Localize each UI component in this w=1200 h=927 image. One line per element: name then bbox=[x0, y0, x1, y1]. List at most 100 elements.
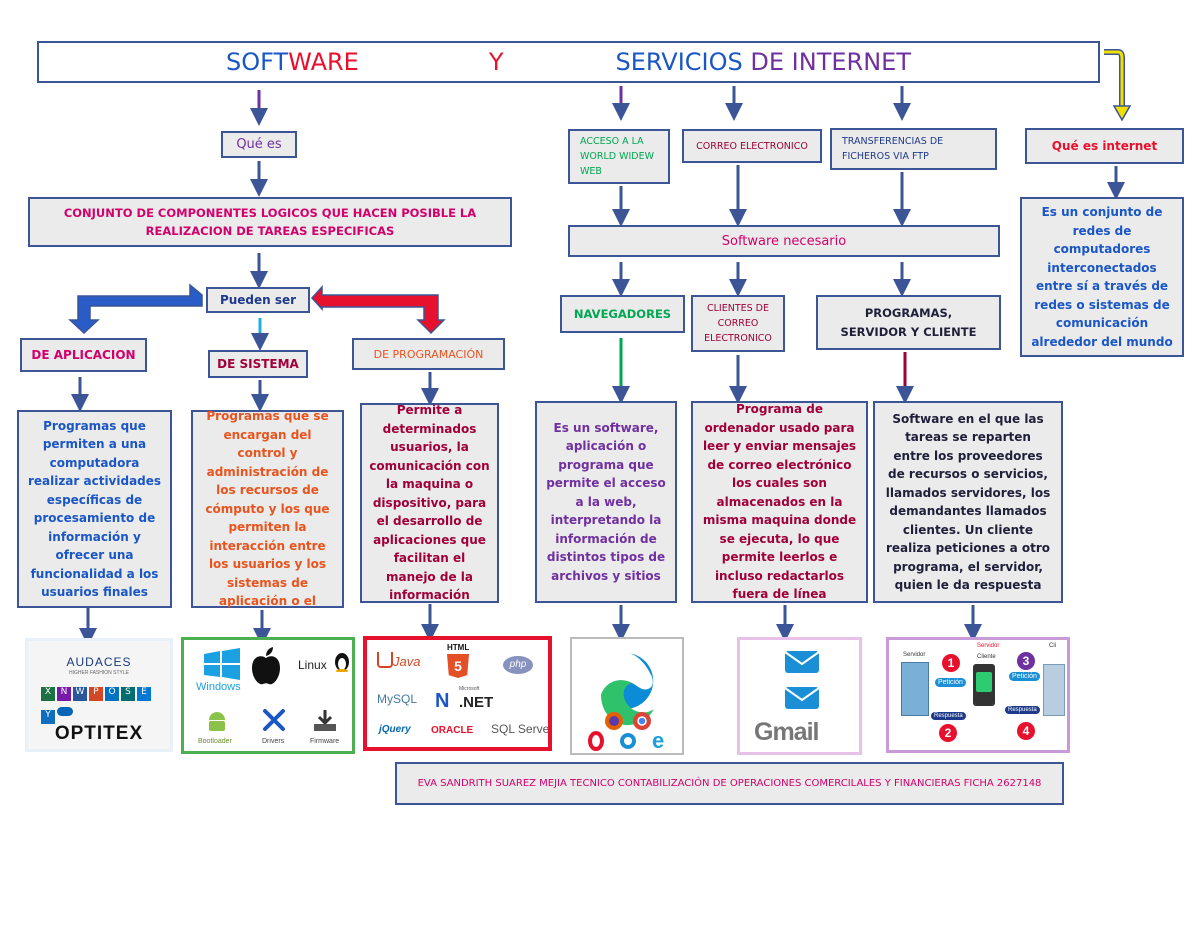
php-logo: php bbox=[503, 656, 533, 674]
dotnet-n-icon: N bbox=[435, 690, 450, 712]
mysql-logo: MySQL bbox=[377, 692, 418, 706]
software-necesario-box: Software necesario bbox=[568, 225, 1000, 257]
service-correo-box: CORREO ELECTRONICO bbox=[682, 129, 822, 163]
apple-icon bbox=[252, 647, 280, 685]
server-rack-icon-2 bbox=[1043, 664, 1065, 716]
excel-icon: X bbox=[41, 687, 55, 701]
java-cup-icon bbox=[377, 652, 393, 668]
gmail-logo: Gmail bbox=[754, 718, 819, 746]
que-es-box: Qué es bbox=[221, 131, 297, 158]
author-footer: EVA SANDRITH SUAREZ MEJIA TECNICO CONTAB… bbox=[395, 762, 1064, 805]
jquery-logo: jQuery bbox=[379, 724, 411, 735]
type-aplicacion-title: DE APLICACION bbox=[31, 348, 136, 362]
system-software-image: Windows Linux Bootloader Drivers Firmwar… bbox=[181, 637, 355, 754]
type-sistema-desc: Programas que se encargan del control y … bbox=[191, 409, 344, 609]
internet-desc-text: Es un conjunto de redes de computadores … bbox=[1031, 205, 1173, 349]
arrow-pueden-programacion bbox=[310, 285, 446, 335]
que-es-label: Qué es bbox=[236, 137, 282, 152]
programming-image: Java HTML 5 php MySQL .NET Microsoft N j… bbox=[363, 636, 552, 751]
windows-icon bbox=[204, 648, 240, 680]
software-necesario-label: Software necesario bbox=[721, 233, 847, 249]
exchange-icon: E bbox=[137, 687, 151, 701]
android-icon bbox=[209, 712, 225, 731]
type-programacion-desc-text: Permite a determinados usuarios, la comu… bbox=[369, 403, 490, 603]
word-icon: W bbox=[73, 687, 87, 701]
num-1: 1 bbox=[942, 654, 960, 672]
linux-label: Linux bbox=[298, 658, 327, 672]
type-programacion-title: DE PROGRAMACIÓN bbox=[373, 347, 484, 361]
arrow-title-internet-outline bbox=[1104, 49, 1125, 108]
firmware-icon bbox=[314, 710, 336, 731]
num-2: 2 bbox=[939, 724, 957, 742]
type-aplicacion-box: DE APLICACION bbox=[20, 338, 147, 372]
title-servicios: SERVICIOS bbox=[615, 48, 743, 76]
title-internet: DE INTERNET bbox=[750, 48, 911, 76]
sqlserver-logo: SQL Server bbox=[491, 722, 552, 736]
dotnet-logo: .NET bbox=[459, 694, 494, 711]
internet-desc: Es un conjunto de redes de computadores … bbox=[1020, 197, 1184, 357]
service-correo-label: CORREO ELECTRONICO bbox=[696, 140, 808, 152]
clientes-correo-title: CLIENTES DE CORREO ELECTRONICO bbox=[704, 303, 772, 344]
respuesta-label-1: Respuesta bbox=[931, 712, 966, 720]
type-sistema-box: DE SISTEMA bbox=[208, 350, 308, 378]
yammer-icon: Y bbox=[41, 710, 55, 724]
client-server-image: Servidor Cliente Servidor Cli 1 Petición… bbox=[886, 637, 1070, 753]
definition-box: CONJUNTO DE COMPONENTES LOGICOS QUE HACE… bbox=[28, 197, 512, 247]
powerpoint-icon: P bbox=[89, 687, 103, 701]
optitex-logo: OPTITEX bbox=[54, 723, 144, 744]
title-software-2: WARE bbox=[288, 48, 359, 76]
peticion-label-1: Petición bbox=[935, 678, 966, 687]
navegadores-title: NAVEGADORES bbox=[573, 307, 672, 321]
ie-icon: e bbox=[652, 728, 664, 753]
type-sistema-title: DE SISTEMA bbox=[217, 357, 299, 371]
que-es-internet-box: Qué es internet bbox=[1025, 128, 1184, 164]
peticion-label-2: Petición bbox=[1009, 672, 1040, 681]
java-logo: Java bbox=[393, 654, 421, 669]
cliente-label: Cliente bbox=[977, 654, 996, 660]
num-4: 4 bbox=[1017, 722, 1035, 740]
oracle-logo: ORACLE bbox=[431, 725, 474, 736]
type-aplicacion-desc-text: Programas que permiten a una computadora… bbox=[27, 418, 162, 600]
definition-text: CONJUNTO DE COMPONENTES LOGICOS QUE HACE… bbox=[63, 206, 477, 238]
microsoft-label: Microsoft bbox=[459, 686, 480, 692]
service-www-label: ACCESO A LA WORLD WIDEW WEB bbox=[580, 136, 655, 177]
browsers-image: e bbox=[570, 637, 684, 755]
onenote-icon: N bbox=[57, 687, 71, 701]
browsers-icons: e bbox=[588, 653, 664, 753]
title-software-1: SOFT bbox=[226, 48, 289, 76]
server-rack-icon bbox=[901, 662, 929, 716]
programas-servidor-title: PROGRAMAS, SERVIDOR Y CLIENTE bbox=[840, 305, 977, 339]
pueden-ser-label: Pueden ser bbox=[219, 293, 297, 307]
arrow-pueden-aplicacion bbox=[68, 283, 203, 335]
pueden-ser-box: Pueden ser bbox=[206, 287, 310, 313]
drivers-label: Drivers bbox=[262, 738, 285, 745]
que-es-internet-label: Qué es internet bbox=[1051, 139, 1158, 153]
type-sistema-desc-text: Programas que se encargan del control y … bbox=[205, 409, 330, 609]
navegadores-desc-text: Es un software, aplicación o programa qu… bbox=[546, 420, 666, 583]
tux-icon bbox=[335, 653, 349, 672]
num-3: 3 bbox=[1017, 652, 1035, 670]
bootloader-label: Bootloader bbox=[198, 738, 232, 745]
type-programacion-desc: Permite a determinados usuarios, la comu… bbox=[360, 403, 499, 603]
windows-label: Windows bbox=[196, 681, 241, 693]
author-footer-text: EVA SANDRITH SUAREZ MEJIA TECNICO CONTAB… bbox=[417, 777, 1042, 789]
email-image: Gmail bbox=[737, 637, 862, 755]
navegadores-box: NAVEGADORES bbox=[560, 295, 685, 333]
type-aplicacion-desc: Programas que permiten a una computadora… bbox=[17, 410, 172, 608]
sharepoint-icon: S bbox=[121, 687, 135, 701]
outlook-icon: O bbox=[105, 687, 119, 701]
respuesta-label-2: Respuesta bbox=[1005, 706, 1040, 714]
phone-screen bbox=[976, 672, 992, 692]
programas-servidor-desc-text: Software en el que las tareas se reparte… bbox=[885, 411, 1051, 593]
envelope-icon-1 bbox=[784, 651, 820, 673]
clientes-correo-desc: Programa de ordenador usado para leer y … bbox=[691, 401, 868, 603]
service-ftp-label: TRANSFERENCIAS DE FICHEROS VIA FTP bbox=[842, 136, 944, 162]
onedrive-icon bbox=[57, 707, 73, 716]
audaces-tagline: HIGHER FASHION STYLE bbox=[68, 670, 129, 676]
audaces-logo: AUDACES bbox=[66, 655, 132, 669]
html5-icon: 5 bbox=[447, 654, 469, 678]
tools-icon bbox=[263, 709, 285, 731]
